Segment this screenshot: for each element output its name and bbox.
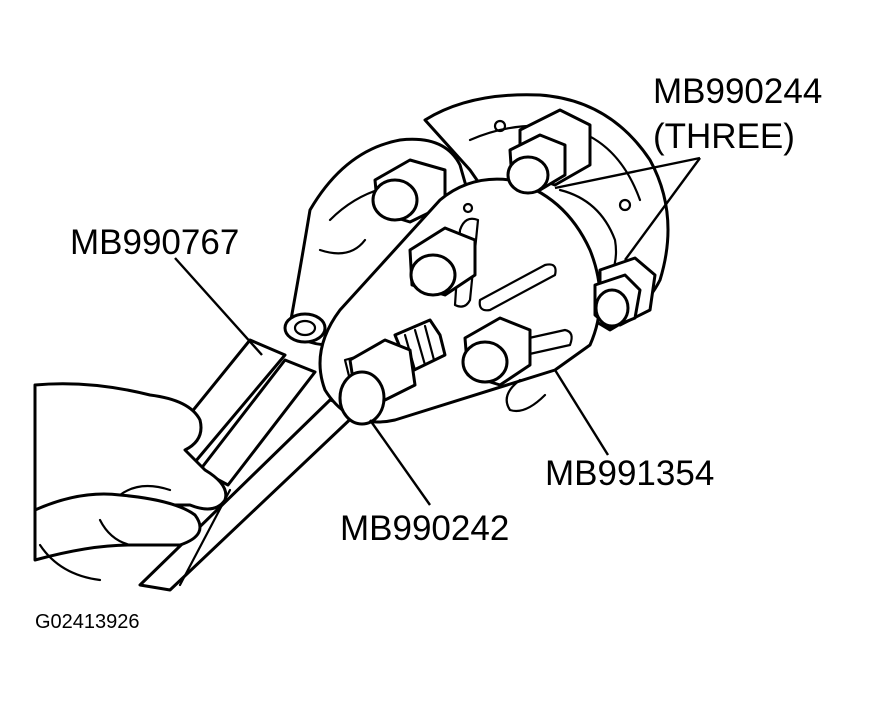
label-mb990242: MB990242 <box>340 509 509 548</box>
leader-lines <box>174 156 701 506</box>
leader-mb990244-a <box>554 156 701 190</box>
label-three: (THREE) <box>653 117 795 156</box>
leader-mb990244-b <box>624 157 701 261</box>
puller-arm-mb990767 <box>283 137 472 347</box>
bolt-top-plate <box>408 226 477 297</box>
hub-bolt-right <box>593 256 657 330</box>
label-mb991354: MB991354 <box>545 454 714 493</box>
hand <box>33 382 228 582</box>
leader-mb990767 <box>174 257 263 356</box>
leader-mb990242 <box>369 419 431 506</box>
label-mb990767: MB990767 <box>70 223 239 262</box>
figure-code: G02413926 <box>35 611 140 633</box>
leader-mb991354 <box>553 369 610 456</box>
bolt-right-plate <box>461 316 532 387</box>
forcing-screw-mb990242 <box>338 318 447 426</box>
hub-bolt-top <box>506 108 592 195</box>
label-mb990244: MB990244 <box>653 72 822 111</box>
